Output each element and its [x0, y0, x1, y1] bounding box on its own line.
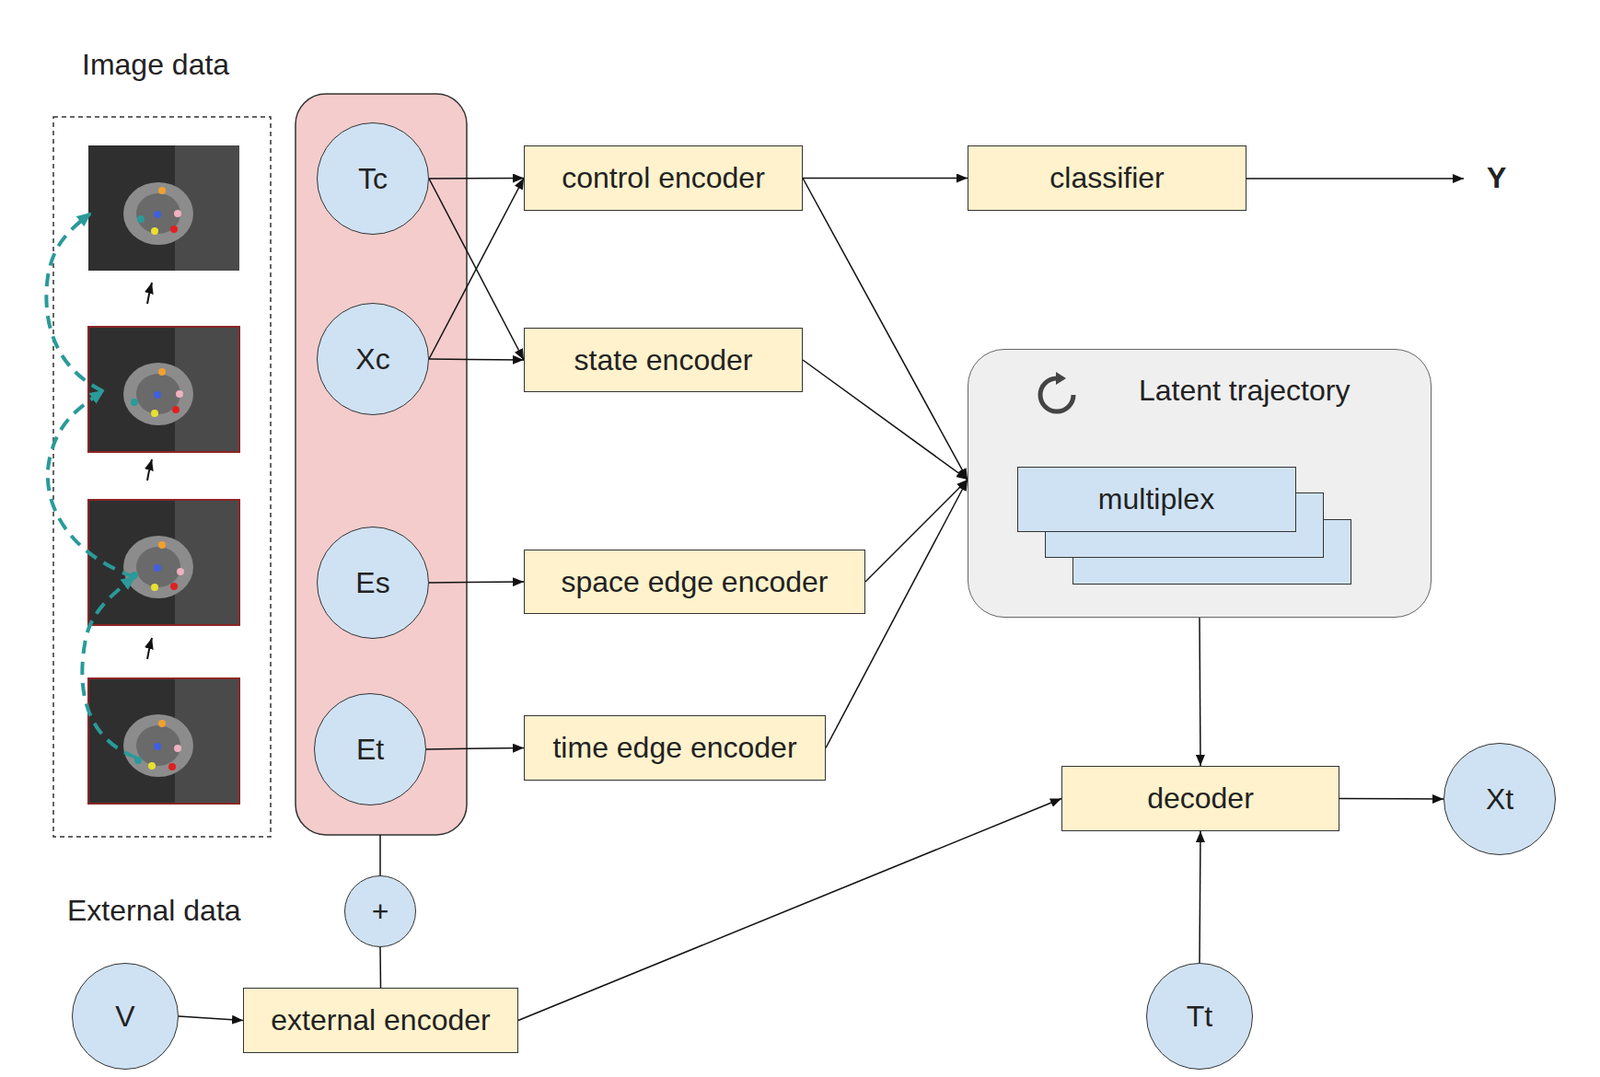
- connector: [428, 177, 524, 180]
- node-label: time edge encoder: [552, 730, 797, 766]
- connector: [518, 799, 1062, 1021]
- image-frame: [53, 116, 271, 837]
- connector: [178, 1016, 244, 1021]
- encoder-box: state encoder: [523, 327, 803, 393]
- input-circle: Tc: [316, 122, 429, 235]
- output-label: Y: [1486, 161, 1507, 196]
- input-circle: Et: [313, 693, 427, 806]
- mri-frame: [88, 499, 240, 626]
- node-label: control encoder: [561, 161, 766, 196]
- section-label: Image data: [81, 47, 230, 82]
- encoder-box: decoder: [1061, 765, 1340, 832]
- connector: [865, 479, 968, 582]
- node-label: multiplex: [1098, 482, 1215, 517]
- connector: [428, 178, 524, 360]
- mri-frame: [88, 145, 240, 271]
- connector: [1199, 831, 1201, 963]
- connector: [379, 947, 382, 988]
- node-label: external encoder: [270, 1003, 490, 1038]
- input-band: [295, 93, 467, 835]
- input-circle: Xc: [316, 302, 429, 416]
- node-label: space edge encoder: [561, 565, 829, 600]
- node-label: Latent trajectory: [1138, 373, 1350, 408]
- connector: [802, 177, 968, 180]
- encoder-box: classifier: [967, 145, 1247, 211]
- connector: [1339, 798, 1444, 800]
- input-circle: Tt: [1146, 962, 1253, 1070]
- node-label: V: [115, 999, 135, 1034]
- node-label: +: [371, 894, 390, 929]
- encoder-box: control encoder: [523, 145, 803, 211]
- encoder-box: space edge encoder: [523, 549, 866, 615]
- node-label: Es: [355, 566, 390, 601]
- mri-frame: [88, 326, 240, 453]
- band-link: [379, 834, 382, 876]
- connector: [1199, 617, 1201, 766]
- node-label: decoder: [1147, 781, 1254, 816]
- node-label: classifier: [1049, 161, 1164, 196]
- connector: [802, 178, 968, 481]
- connector: [428, 178, 524, 360]
- input-circle: +: [344, 875, 417, 948]
- multiplex-layer: multiplex: [1017, 466, 1297, 533]
- node-label: Xc: [355, 342, 390, 377]
- connector: [428, 359, 524, 360]
- node-label: Xt: [1485, 782, 1514, 817]
- refresh-icon: [1033, 371, 1080, 418]
- input-circle: V: [71, 962, 179, 1070]
- section-label: External data: [67, 893, 242, 928]
- connector: [802, 359, 968, 480]
- encoder-box: time edge encoder: [523, 715, 826, 781]
- connector: [428, 581, 524, 583]
- input-circle: Es: [316, 526, 429, 639]
- connector: [426, 748, 524, 751]
- node-label: Et: [356, 732, 384, 767]
- node-label: Tt: [1186, 999, 1213, 1034]
- frame-arrows: [147, 282, 152, 660]
- input-circle: Xt: [1443, 742, 1556, 856]
- latent-panel: Latent trajectory multiplex: [967, 348, 1432, 618]
- node-label: state encoder: [574, 343, 754, 378]
- tracking-arrows: [46, 213, 137, 758]
- node-label: Tc: [358, 162, 388, 197]
- encoder-box: external encoder: [243, 987, 519, 1054]
- output-arrow: [1246, 177, 1464, 180]
